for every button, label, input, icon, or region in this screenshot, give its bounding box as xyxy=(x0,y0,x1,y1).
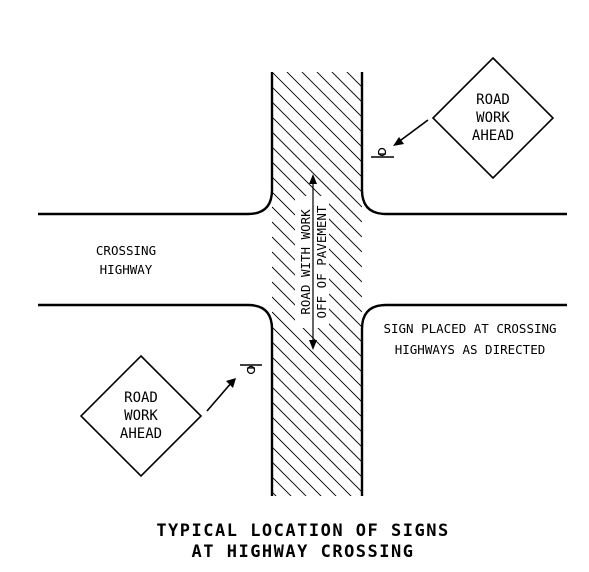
hatch-line xyxy=(272,86,362,178)
top-sign-arrow xyxy=(393,119,429,146)
road-edge-upper-right xyxy=(360,72,567,216)
bottom-sign-arrow xyxy=(206,378,236,412)
hatch-line xyxy=(272,72,362,118)
hatch-line xyxy=(272,131,362,223)
hatch-line xyxy=(272,72,362,73)
bottom-sign-diamond xyxy=(79,354,203,478)
hatch-line xyxy=(272,72,362,88)
hatch-line xyxy=(272,431,362,496)
hatch-line xyxy=(272,386,362,478)
road-edges xyxy=(38,72,567,496)
road-label-line-1: ROAD WITH WORK xyxy=(298,209,313,315)
hatch-line xyxy=(272,446,362,496)
crossing-label-line-1: CROSSING xyxy=(96,243,156,258)
top-sign: ROAD WORK AHEAD xyxy=(431,56,555,180)
hatch-line xyxy=(272,116,362,208)
bottom-sign-line-3: AHEAD xyxy=(120,426,162,442)
bottom-sign-post-symbol xyxy=(240,364,262,375)
hatch-line xyxy=(272,72,362,103)
road-edge-upper-left xyxy=(38,72,274,216)
hatch-line xyxy=(272,296,362,388)
hatch-line xyxy=(272,371,362,463)
hatch-line xyxy=(272,146,362,238)
top-sign-line-2: WORK xyxy=(476,110,510,126)
bottom-sign-line-2: WORK xyxy=(124,408,158,424)
hatch-line xyxy=(272,416,362,496)
hatch-line xyxy=(272,72,362,148)
bottom-sign: ROAD WORK AHEAD xyxy=(79,354,203,478)
road-edge-lower-left xyxy=(38,303,274,496)
hatch-line xyxy=(272,311,362,403)
sign-note-line-2: HIGHWAYS AS DIRECTED xyxy=(395,342,546,357)
hatch-line xyxy=(272,461,362,496)
hatch-line xyxy=(272,101,362,193)
top-sign-line-3: AHEAD xyxy=(472,128,514,144)
top-sign-diamond xyxy=(431,56,555,180)
bottom-sign-line-1: ROAD xyxy=(124,390,158,406)
hatch-line xyxy=(272,72,362,133)
road-with-work-label: ROAD WITH WORK OFF OF PAVEMENT xyxy=(295,174,329,350)
hatch-line xyxy=(272,341,362,433)
hatch-line xyxy=(272,401,362,493)
hatch-line xyxy=(272,356,362,448)
hatch-line xyxy=(272,476,362,496)
hatch-line xyxy=(272,326,362,418)
diagram-title-line-2: AT HIGHWAY CROSSING xyxy=(192,542,415,562)
crossing-label-line-2: HIGHWAY xyxy=(100,262,153,277)
sign-note-line-1: SIGN PLACED AT CROSSING xyxy=(383,321,556,336)
top-sign-line-1: ROAD xyxy=(476,92,510,108)
hatch-line xyxy=(272,72,362,163)
top-sign-post-symbol xyxy=(371,147,394,158)
road-edge-lower-right xyxy=(360,303,567,496)
diagram-title-line-1: TYPICAL LOCATION OF SIGNS xyxy=(156,521,449,541)
road-label-line-2: OFF OF PAVEMENT xyxy=(314,205,329,318)
